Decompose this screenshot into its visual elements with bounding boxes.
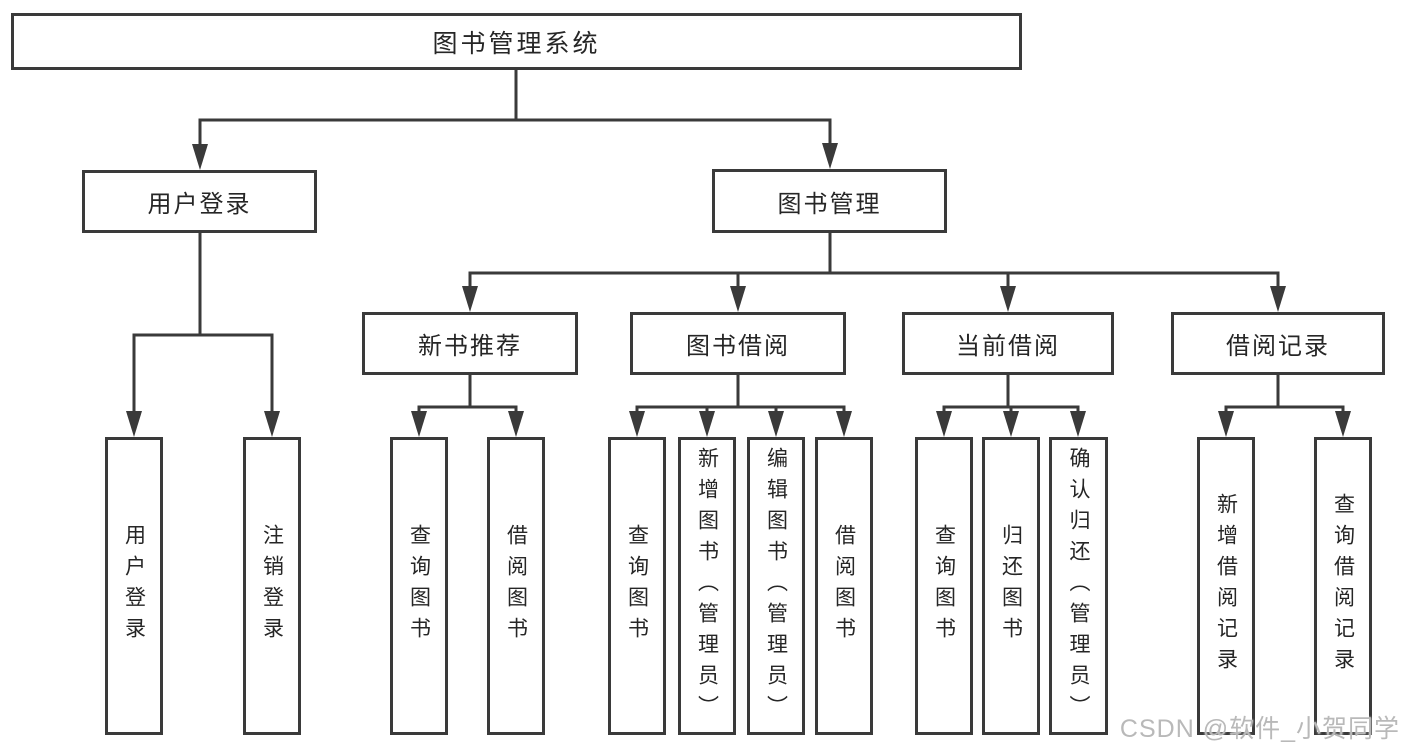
arrowhead-icon	[1003, 411, 1019, 437]
arrowhead-icon	[411, 411, 427, 437]
node-borrow-record: 借阅记录	[1171, 312, 1385, 375]
node-library-management-system: 图书管理系统	[11, 13, 1022, 70]
node-book-management: 图书管理	[712, 169, 947, 233]
leaf-logout: 注销登录	[243, 437, 301, 735]
leaf-query-borrow-record: 查询借阅记录	[1314, 437, 1372, 735]
node-current-borrow: 当前借阅	[902, 312, 1114, 375]
arrowhead-icon	[126, 411, 142, 437]
leaf-query-books-borrow: 查询图书	[608, 437, 666, 735]
leaf-query-books-recommend: 查询图书	[390, 437, 448, 735]
arrowhead-icon	[264, 411, 280, 437]
arrowhead-icon	[1218, 411, 1234, 437]
leaf-return-book: 归还图书	[982, 437, 1040, 735]
arrowhead-icon	[822, 143, 838, 169]
node-book-borrow: 图书借阅	[630, 312, 846, 375]
node-new-book-recommend: 新书推荐	[362, 312, 578, 375]
arrowhead-icon	[936, 411, 952, 437]
leaf-query-books-current: 查询图书	[915, 437, 973, 735]
arrowhead-icon	[1000, 286, 1016, 312]
leaf-borrow-books: 借阅图书	[815, 437, 873, 735]
leaf-edit-book-admin: 编辑图书（管理员）	[747, 437, 805, 735]
leaf-add-book-admin: 新增图书（管理员）	[678, 437, 736, 735]
arrowhead-icon	[508, 411, 524, 437]
arrowhead-icon	[1070, 411, 1086, 437]
arrowhead-icon	[836, 411, 852, 437]
arrowhead-icon	[699, 411, 715, 437]
leaf-add-borrow-record: 新增借阅记录	[1197, 437, 1255, 735]
arrowhead-icon	[768, 411, 784, 437]
arrowhead-icon	[1270, 286, 1286, 312]
arrowhead-icon	[462, 286, 478, 312]
leaf-borrow-books-recommend: 借阅图书	[487, 437, 545, 735]
arrowhead-icon	[730, 286, 746, 312]
arrowhead-icon	[192, 144, 208, 170]
arrowhead-icon	[629, 411, 645, 437]
leaf-user-login: 用户登录	[105, 437, 163, 735]
node-user-login: 用户登录	[82, 170, 317, 233]
csdn-watermark: CSDN @软件_小贺同学	[1119, 715, 1400, 743]
leaf-confirm-return-admin: 确认归还（管理员）	[1049, 437, 1108, 735]
arrowhead-icon	[1335, 411, 1351, 437]
